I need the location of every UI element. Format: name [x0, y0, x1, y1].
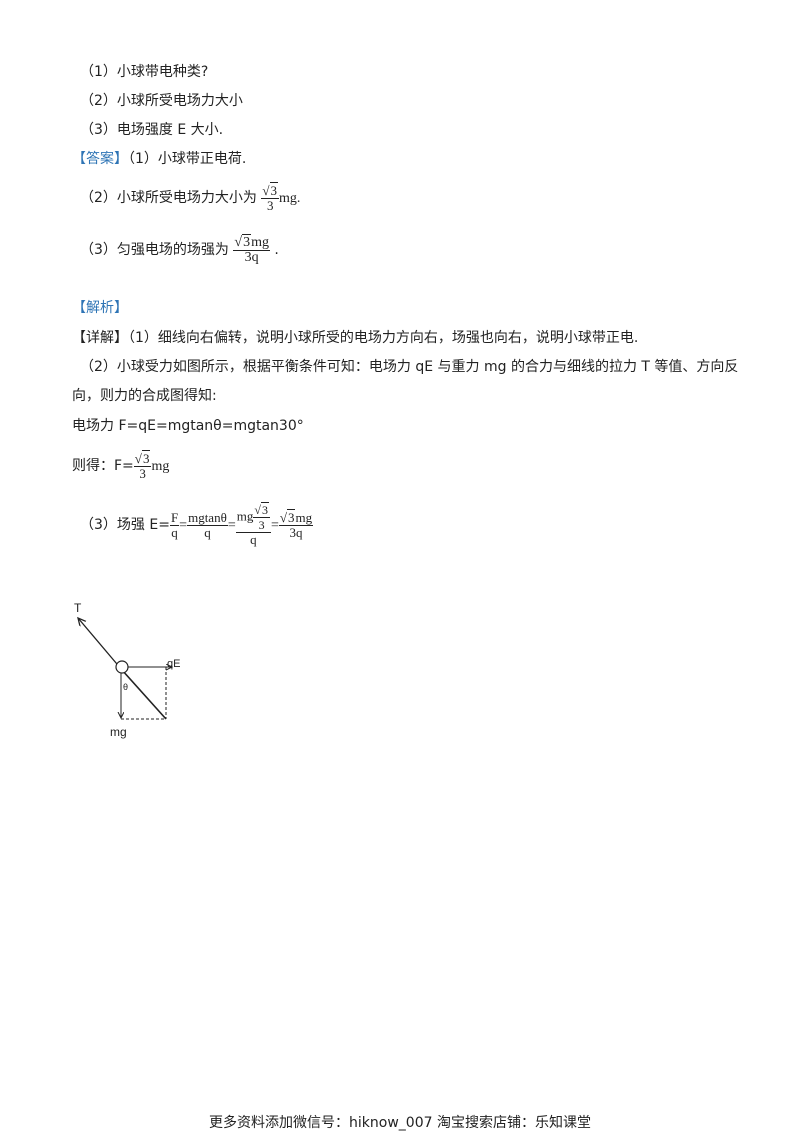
question-2: （2）小球所受电场力大小 — [80, 93, 243, 109]
resultant-line — [121, 669, 167, 720]
question-3: （3）电场强度 E 大小. — [80, 122, 224, 138]
force-diagram: T qE θ mg — [74, 601, 180, 739]
answer-tag: 【答案】 — [72, 151, 128, 167]
answer-2-unit: mg. — [279, 191, 301, 206]
question-1: （1）小球带电种类? — [80, 64, 209, 80]
label-mg: mg — [110, 725, 127, 739]
sqrt3-over-3-fraction: √3 3 — [261, 181, 280, 213]
answer-1: （1）小球带正电荷. — [128, 151, 247, 167]
answer-2-text: （2）小球所受电场力大小为 — [80, 190, 257, 206]
analysis-detail-2-line2: 向，则力的合成图得知: — [72, 388, 217, 404]
footer: 更多资料添加微信号：hiknow_007 淘宝搜索店铺：乐知课堂 — [209, 1115, 591, 1131]
answer-line-1: 【答案】（1）小球带正电荷. — [72, 149, 246, 169]
label-theta: θ — [123, 682, 128, 692]
answer-line-3: （3）匀强电场的场强为 √3mg 3q . — [80, 233, 279, 265]
detail-tag: 【详解】 — [72, 330, 128, 346]
analysis-detail-1: 【详解】（1）细线向右偏转，说明小球所受的电场力方向右，场强也向右，说明小球带正… — [72, 330, 639, 346]
analysis-detail-2-line1: （2）小球受力如图所示，根据平衡条件可知：电场力 qE 与重力 mg 的合力与细… — [80, 359, 739, 375]
tension-arrow — [78, 618, 123, 671]
sqrt3mg-over-3q-fraction: √3mg 3q — [233, 233, 270, 265]
answer-3-text: （3）匀强电场的场强为 — [80, 242, 229, 258]
sqrt3-over-3-fraction: √3 3 — [133, 449, 152, 481]
label-qe: qE — [167, 658, 180, 670]
analysis-tag: 【解析】 — [72, 300, 128, 316]
answer-line-2: （2）小球所受电场力大小为 √3 3 mg. — [80, 178, 300, 219]
force-result: 则得：F= √3 3 mg — [72, 449, 170, 481]
electric-force-equation: 电场力 F=qE=mgtanθ=mgtan30° — [72, 418, 304, 434]
label-t: T — [74, 601, 82, 615]
ball — [115, 660, 129, 674]
